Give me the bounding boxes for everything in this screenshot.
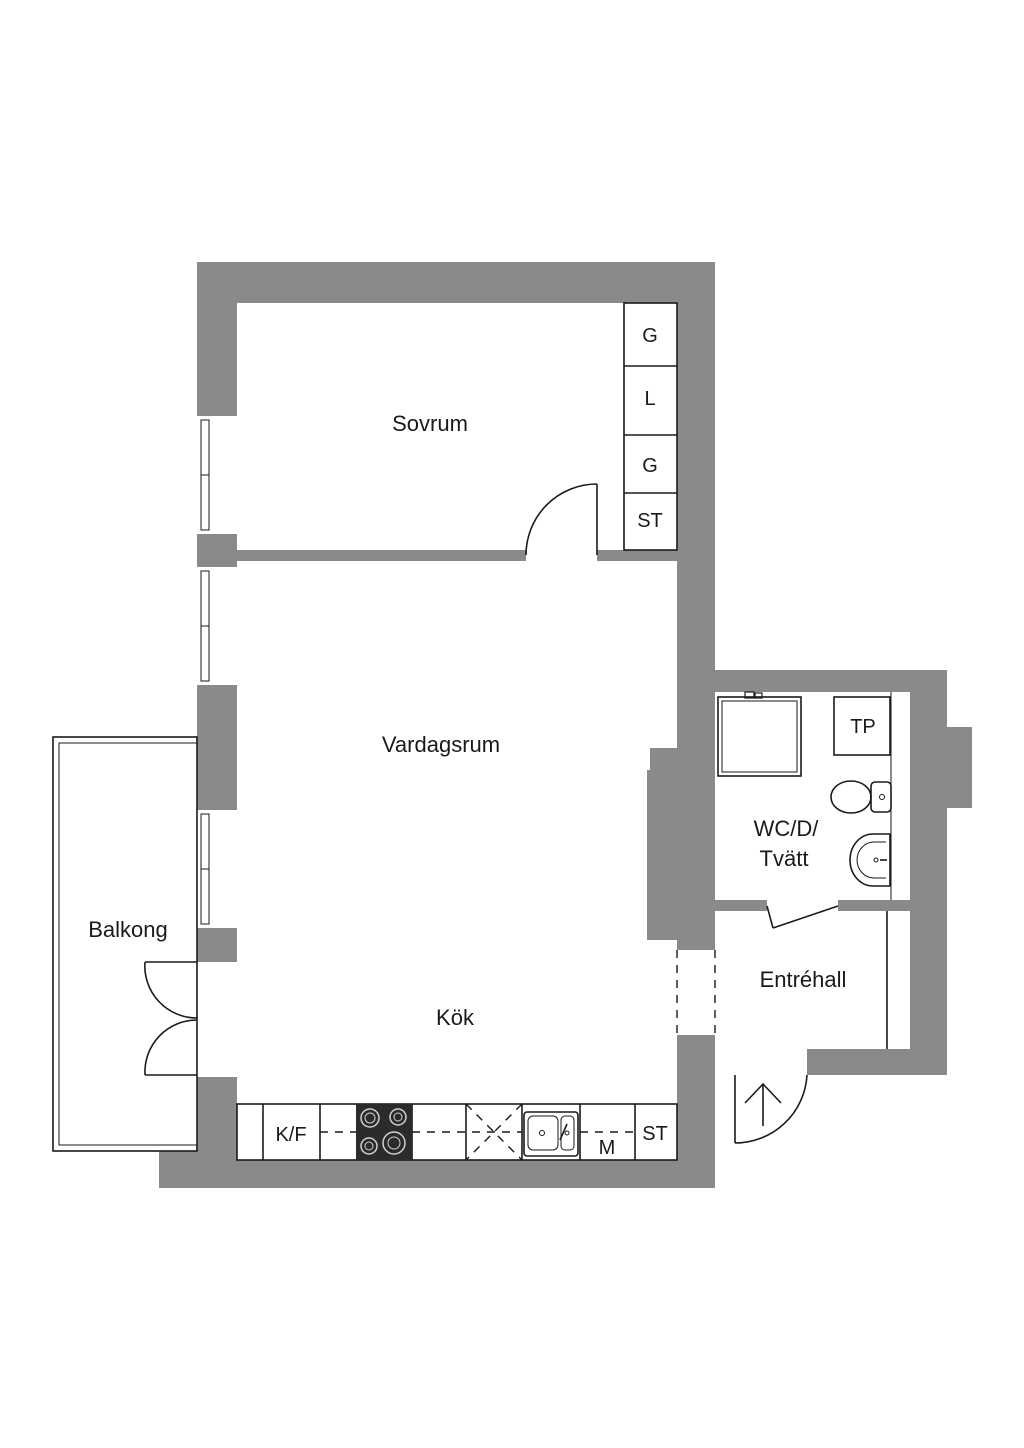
bedroom-partition-left xyxy=(237,550,526,561)
entrance-opening xyxy=(735,1049,807,1079)
balcony-door xyxy=(144,961,198,1076)
room-labels: Sovrum Vardagsrum Kök Balkong WC/D/ Tvät… xyxy=(88,411,846,1030)
label-fridge: K/F xyxy=(275,1124,306,1146)
bathroom-door xyxy=(766,905,839,929)
closet-label-1: G xyxy=(642,325,658,347)
bath-hall-partition-left xyxy=(715,900,767,911)
label-bathroom-line1: WC/D/ xyxy=(754,816,820,841)
label-bedroom: Sovrum xyxy=(392,411,468,436)
windows xyxy=(200,419,210,925)
toilet-icon xyxy=(830,780,892,814)
label-balcony: Balkong xyxy=(88,917,168,942)
kitchen-unit-labels: K/F M ST xyxy=(275,1123,667,1159)
washbasin-icon xyxy=(849,833,891,887)
stove-icon xyxy=(356,1104,412,1160)
label-entrance-hall: Entréhall xyxy=(760,967,847,992)
entrance-door xyxy=(734,1074,808,1144)
dryer-box xyxy=(833,696,891,756)
balcony xyxy=(52,736,198,1152)
kitchen-hall-opening xyxy=(677,950,715,1035)
closet-label-2: L xyxy=(644,388,655,410)
sink-icon xyxy=(523,1111,579,1157)
label-dryer: TP xyxy=(850,716,876,738)
label-microwave: M xyxy=(599,1137,616,1159)
label-living-room: Vardagsrum xyxy=(382,732,500,757)
entry-arrow-icon xyxy=(744,1082,782,1126)
bath-hall-partition-right xyxy=(838,900,910,911)
kitchen-counter xyxy=(236,1103,678,1161)
closet-labels: G L G ST xyxy=(637,325,663,532)
label-bathroom-line2: Tvätt xyxy=(760,846,809,871)
balcony-door-opening xyxy=(197,962,237,1077)
closet-label-4: ST xyxy=(637,510,663,532)
entry-wall-lower xyxy=(677,1035,715,1160)
label-kitchen-storage: ST xyxy=(642,1123,668,1145)
annex-wall xyxy=(715,670,972,1075)
bedroom-door xyxy=(525,483,598,556)
bedroom-partition-right xyxy=(597,550,677,561)
column-wall xyxy=(647,748,677,940)
outer-wall xyxy=(159,262,715,1188)
label-kitchen: Kök xyxy=(436,1005,475,1030)
closet-row xyxy=(623,302,678,551)
shower-icon xyxy=(717,691,802,777)
closet-label-3: G xyxy=(642,455,658,477)
